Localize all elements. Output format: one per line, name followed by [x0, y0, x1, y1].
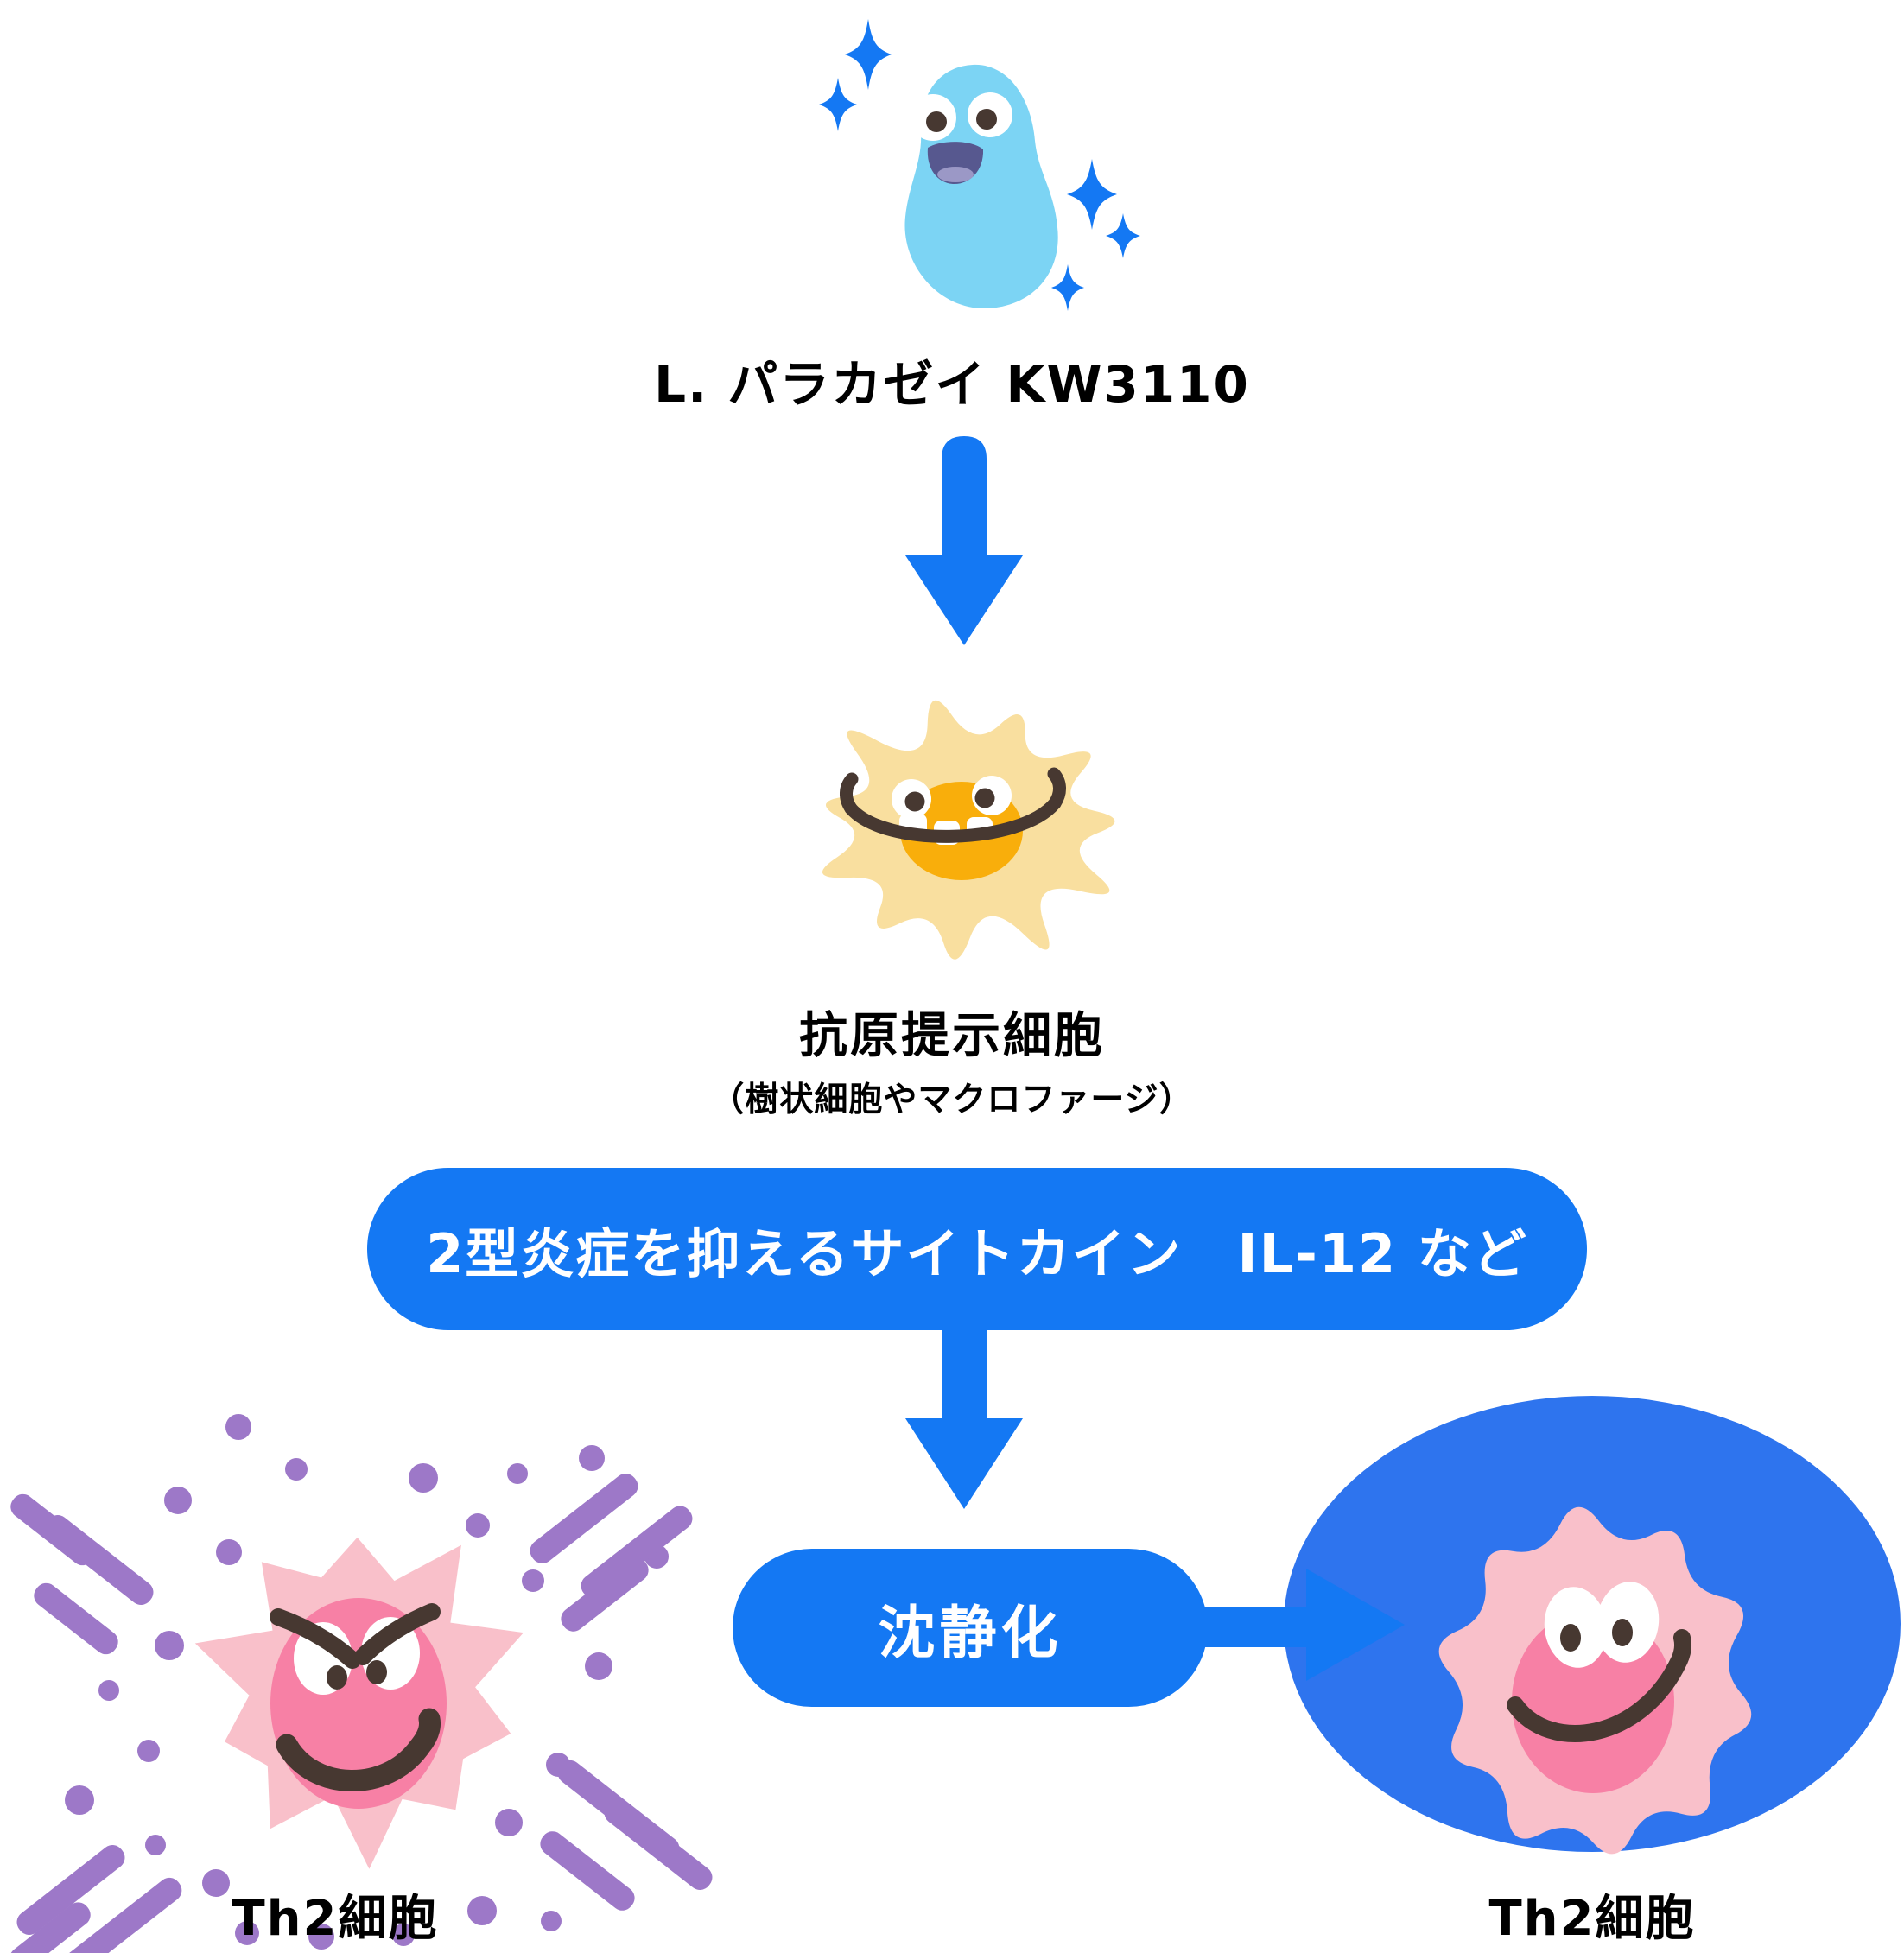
cytokine-dash — [34, 1582, 118, 1655]
immune-cell-icon — [822, 700, 1115, 960]
right-arrow-icon — [1201, 1569, 1405, 1681]
calm-cell-pupil — [1612, 1619, 1633, 1646]
immune-cell-label: 抗原提示細胞 — [799, 1008, 1105, 1064]
immune-cell-smile — [844, 796, 1062, 843]
cytokine-dot — [507, 1463, 528, 1484]
cytokine-dot — [466, 1513, 490, 1538]
cytokine-dash — [581, 1506, 693, 1599]
cytokine-dot — [522, 1569, 544, 1592]
calm-th2-cell-icon — [1438, 1506, 1752, 1855]
kw3110-bacteria-icon — [819, 19, 1140, 311]
sparkle-icon — [819, 78, 857, 131]
cytokine-dot — [155, 1631, 184, 1660]
cytokine-dot — [585, 1652, 612, 1680]
th2-active-label: Th2細胞 — [232, 1891, 439, 1947]
cytokine-dot — [495, 1809, 523, 1836]
cytokine-dash — [10, 1902, 91, 1953]
strain-name-label: L. パラカゼイ KW3110 — [654, 355, 1250, 414]
arrow-shaft — [942, 436, 987, 557]
cytokine-dot — [467, 1896, 497, 1925]
bacteria-tongue — [937, 167, 974, 182]
calm-pill: 沈静化 — [733, 1549, 1208, 1707]
angry-cell-pupil — [366, 1660, 387, 1684]
cytokine-dash — [530, 1474, 638, 1563]
bacteria-pupil — [926, 111, 947, 132]
sparkle-icon — [1067, 159, 1117, 230]
cytokine-dash — [561, 1557, 649, 1632]
cytokine-dot — [137, 1740, 160, 1762]
cytokine-dash — [60, 1877, 182, 1953]
cytokine-dot — [145, 1835, 166, 1855]
cytokine-dot — [164, 1487, 192, 1514]
arrow-shaft — [942, 1328, 987, 1420]
cytokine-dot — [225, 1414, 251, 1440]
cytokine-particles — [10, 1414, 713, 1953]
immune-cell-pupil — [904, 791, 925, 812]
cytokine-dot — [308, 1924, 334, 1950]
arrow-shaft — [1201, 1607, 1313, 1647]
cytokine-dash — [540, 1831, 635, 1911]
th2-calm-label: Th2細胞 — [1488, 1891, 1696, 1947]
cytokine-dot — [216, 1539, 242, 1565]
immune-cell-smile-corner — [1047, 767, 1066, 810]
angry-cell-frown — [276, 1708, 441, 1791]
cytokine-dash — [604, 1800, 713, 1890]
sparkle-icon — [845, 19, 892, 90]
cytokine-dot — [235, 1921, 259, 1945]
cytokine-dot — [285, 1458, 308, 1481]
angry-cell-brow — [354, 1603, 441, 1665]
calm-cell-pupil — [1560, 1624, 1581, 1652]
arrow-head — [905, 555, 1023, 645]
arrow-head — [905, 1418, 1023, 1509]
cytokine-dot — [579, 1445, 605, 1471]
cytokine-dot — [409, 1463, 438, 1493]
sparkle-icon — [1051, 264, 1084, 311]
bacteria-pupil — [976, 109, 997, 130]
cytokine-banner: 2型炎症を抑えるサイトカイン IL-12 など — [367, 1168, 1587, 1330]
angry-cell-brow — [270, 1608, 361, 1669]
cytokine-dot — [392, 1924, 415, 1946]
down-arrow-icon — [905, 1328, 1023, 1509]
down-arrow-icon — [905, 436, 1023, 645]
arrow-head — [1306, 1569, 1405, 1681]
immune-cell-smile-corner — [840, 772, 859, 815]
cytokine-dot — [98, 1680, 119, 1701]
sparkle-icon — [1106, 213, 1140, 258]
cytokine-dash — [16, 1845, 125, 1935]
cytokine-dot — [541, 1911, 562, 1931]
immune-cell-sublabel: （樹状細胞やマクロファージ） — [710, 1081, 1194, 1119]
calm-cell-smile — [1507, 1629, 1691, 1742]
angry-th2-cell-icon — [10, 1414, 713, 1953]
cytokine-dot — [202, 1869, 230, 1897]
angry-cell-pupil — [327, 1665, 347, 1690]
immune-cell-pupil — [974, 788, 995, 808]
cytokine-dot — [65, 1785, 94, 1815]
cytokine-dash — [45, 1515, 154, 1605]
